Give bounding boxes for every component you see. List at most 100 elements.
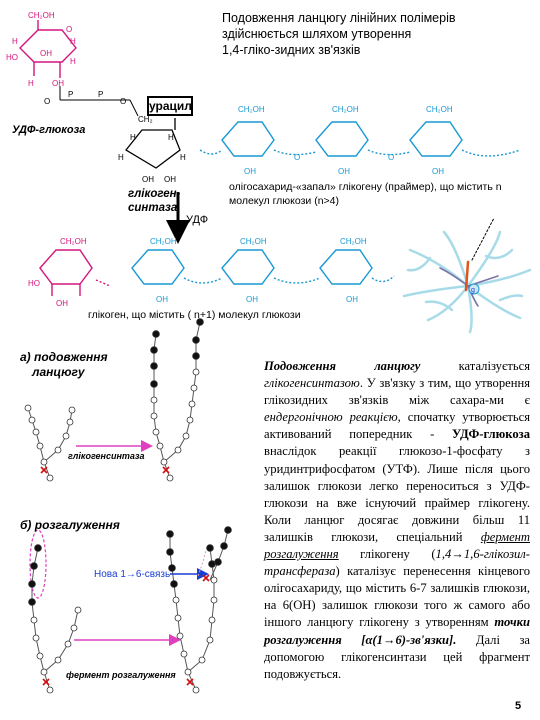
glucose-bead	[28, 580, 36, 588]
glucose-bead	[54, 656, 62, 664]
glucose-bead	[208, 616, 216, 624]
glucose-bead	[166, 530, 174, 538]
text-run: УДФ-глюкоза	[452, 427, 530, 442]
text-run: точки розгалуження [α(1→6)-зв'язки].	[264, 615, 530, 647]
title-line-2: здійснюється шляхом утворення	[222, 27, 412, 41]
glucose-bead	[36, 442, 44, 450]
glucose-bead	[166, 474, 174, 482]
text-run: каталізується	[420, 359, 530, 373]
text-run: спочатку утворюється активований поперед…	[264, 410, 530, 442]
transferred-segment	[29, 529, 47, 599]
glucose-bead	[24, 404, 32, 412]
atom-h: H	[180, 153, 186, 162]
atom-ch2oh: CH₂OH	[150, 237, 177, 246]
glucose-bead	[32, 634, 40, 642]
glucose-bead	[192, 368, 200, 376]
atom-h: H	[70, 37, 76, 46]
text-run: 1,4→1,6-глікозил-трансфераза	[264, 547, 530, 579]
glucose-bead	[174, 446, 182, 454]
atom-oh: OH	[156, 295, 168, 304]
text-run: Подовження ланцюгу	[264, 359, 421, 373]
atom-o: O	[294, 153, 300, 162]
atom-o: O	[388, 153, 394, 162]
atom-ho: HO	[6, 53, 18, 62]
atom-p: P	[98, 90, 103, 99]
glucose-bead	[174, 614, 182, 622]
glucose-bead	[54, 446, 62, 454]
glucose-bead	[214, 558, 222, 566]
ribose-ring	[125, 118, 181, 169]
enzyme-label-line-1: глікоген-	[128, 188, 181, 200]
glucose-bead	[156, 442, 164, 450]
title-line-1: Подовження ланцюгу лінійних полімерів	[222, 11, 456, 25]
glucose-bead	[172, 596, 180, 604]
atom-oh: OH	[40, 49, 52, 58]
atom-oh: OH	[52, 79, 64, 88]
product-glucose-pink	[39, 249, 111, 296]
glucose-bead	[150, 412, 158, 420]
new-bond-label: Нова 1→6-связь	[94, 569, 171, 580]
text-run: фермент розгалуження	[264, 529, 530, 562]
reducing-end-mark	[40, 466, 48, 474]
glucose-bead	[46, 474, 54, 482]
atom-p: P	[68, 90, 73, 99]
udf-released-label: УДФ	[186, 214, 209, 226]
glucose-bead	[64, 640, 72, 648]
glucose-bead	[168, 564, 176, 572]
glucose-bead	[182, 432, 190, 440]
section-b-label: б) розгалуження	[20, 518, 120, 532]
glucose-bead	[198, 656, 206, 664]
glucose-bead	[206, 544, 214, 552]
glucose-bead	[170, 580, 178, 588]
glucose-bead	[150, 380, 158, 388]
glucose-bead	[152, 330, 160, 338]
section-a-line-1: а) подовження	[20, 350, 108, 364]
glucose-bead	[206, 636, 214, 644]
enzyme-label-line-2: синтаза	[128, 202, 178, 214]
atom-o: O	[66, 25, 72, 34]
glucose-bead	[220, 542, 228, 550]
primer-oligosaccharide	[199, 121, 521, 157]
uracil-label: урацил	[147, 96, 193, 116]
text-run: ) каталізує перенесення кінцевого олігос…	[264, 564, 530, 630]
glucose-beads	[24, 318, 232, 694]
text-run: глікогену (	[338, 547, 436, 562]
phosphate-chain	[59, 86, 139, 117]
glucose-bead	[40, 668, 48, 676]
atom-h: H	[28, 79, 34, 88]
glucose-bead	[186, 416, 194, 424]
glucose-bead	[66, 418, 74, 426]
glucose-bead	[192, 686, 200, 694]
glycogen-particle	[402, 217, 532, 334]
atom-o: O	[120, 97, 126, 106]
text-run: ендергонічною реакцією,	[264, 410, 401, 425]
glucose-bead	[32, 428, 40, 436]
udp-glucose-label: УДФ-глюкоза	[12, 124, 86, 136]
glucose-bead	[196, 318, 204, 326]
glucose-bead	[210, 596, 218, 604]
reducing-end-mark	[202, 574, 210, 582]
glucose-bead	[40, 458, 48, 466]
section-b-enzyme: фермент розгалуження	[66, 670, 176, 680]
chain-b-after	[169, 529, 229, 691]
atom-ch2oh: CH₂OH	[240, 237, 267, 246]
glucose-bead	[150, 346, 158, 354]
atom-ch2oh: CH₂OH	[28, 11, 55, 20]
atom-oh: OH	[346, 295, 358, 304]
glycogen-caption: глікоген, що містить ( n+1) молекул глюк…	[88, 309, 301, 321]
section-a-label: а) подовження ланцюгу	[20, 350, 108, 380]
glucose-bead	[30, 562, 38, 570]
section-a-enzyme: глікогенсинтаза	[68, 451, 145, 461]
product-glucose-chain	[131, 249, 395, 285]
atom-ho: HO	[28, 279, 40, 288]
atom-h: H	[168, 133, 174, 142]
glucose-bead	[70, 624, 78, 632]
atom-oh: OH	[142, 175, 154, 184]
reducing-end-mark	[42, 678, 50, 686]
udp-glucose-ring	[19, 20, 77, 78]
glucose-bead	[74, 606, 82, 614]
text-run: внаслідок реакції глюкозо-1-фосфату з ур…	[264, 444, 530, 544]
glycogenin-label: g	[471, 287, 475, 294]
glucose-bead	[28, 598, 36, 606]
